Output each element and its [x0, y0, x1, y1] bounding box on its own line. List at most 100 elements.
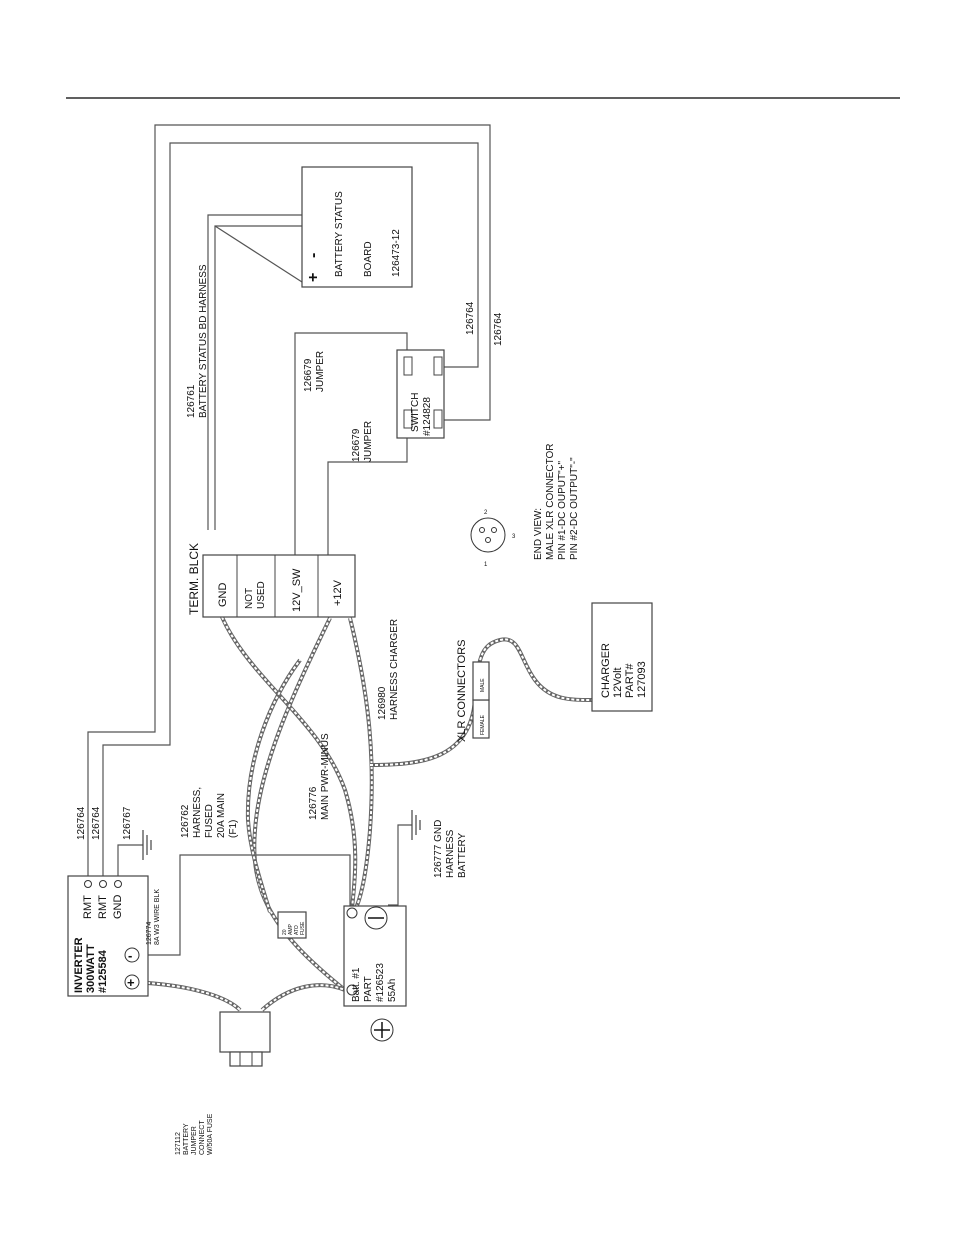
inverter-rmt-2: RMT: [97, 895, 109, 919]
fuse-text-1: 20: [282, 929, 288, 935]
battery-plus-symbol: [370, 1018, 394, 1042]
inverter-wire-blk: 8A W3 WIRE BLK: [154, 889, 161, 945]
inverter-minus-sign: -: [128, 948, 132, 963]
inverter-minus-terminal: [124, 947, 140, 963]
fuse-text-2: AMP: [288, 924, 294, 936]
wire-labels: 126761 BATTERY STATUS BD HARNESS 126679 …: [76, 264, 504, 1155]
switch: SWITCH #124828: [396, 349, 445, 439]
label-126764-inv-2: 126764: [91, 806, 102, 840]
label-fused-5: (F1): [228, 820, 239, 838]
bsb-minus: -: [305, 253, 322, 258]
inverter-plus-sign: +: [127, 975, 135, 990]
wire-126762: [147, 854, 351, 956]
charger-line-1: CHARGER: [600, 643, 612, 698]
switch-line-2: #124828: [422, 397, 433, 436]
terminal-12v-label: +12V: [332, 579, 344, 606]
label-126764-inv-1: 126764: [76, 806, 87, 840]
fuse-body: [277, 911, 307, 939]
wire-126767: [117, 844, 143, 884]
bsb-line-1: BATTERY STATUS: [334, 191, 345, 277]
inverter-gnd: GND: [112, 895, 124, 920]
label-fused-4: 20A MAIN: [216, 793, 227, 838]
battery-line-2: PART: [363, 976, 374, 1002]
label-fused-2: HARNESS,: [192, 787, 203, 838]
inverter-line-3: #125584: [97, 949, 109, 993]
label-jumper2: JUMPER: [363, 421, 374, 462]
inverter-wire-part: 126774: [146, 922, 153, 945]
jumper-connect-body: [219, 1011, 271, 1053]
label-jumper1: JUMPER: [315, 351, 326, 392]
wires: [87, 124, 491, 956]
battery-line-1: Batt. #1: [351, 967, 362, 1002]
terminal-block-title: TERM. BLCK: [187, 543, 201, 615]
battery-neg-terminal: [346, 907, 358, 919]
xlr-end-view-3: PIN #1-DC OUPUT"+": [557, 460, 568, 560]
charger-body: [591, 602, 653, 712]
xlr-pin-1: 1: [484, 562, 488, 568]
xlr-male-label: MALE: [480, 678, 486, 692]
label-jc-fuse: W/50A FUSE: [207, 1113, 214, 1155]
terminal-gnd-label: GND: [217, 583, 229, 608]
inverter-rmt-1: RMT: [82, 895, 94, 919]
xlr-pin-2: 2: [484, 510, 488, 516]
fuse-20a: 20 AMP ATO FUSE: [277, 911, 307, 939]
battery-status-board-body: [301, 166, 413, 288]
wire-126777: [388, 824, 412, 906]
fuse-text-3: ATO: [294, 925, 300, 935]
cable-jumper-battery: [260, 983, 346, 1012]
battery-line-3: #126523: [375, 963, 386, 1002]
bsb-line-3: 126473-12: [391, 229, 402, 277]
xlr-end-view: 1 2 3 END VIEW: MALE XLR CONNECTOR PIN #…: [470, 443, 580, 568]
inverter: INVERTER 300WATT #125584 RMT RMT GND - +…: [67, 875, 161, 997]
xlr-end-view-4: PIN #2-DC OUTPUT"-": [569, 457, 580, 560]
label-jc-connect: CONNECT: [199, 1120, 206, 1155]
battery-pos-terminal: [346, 984, 358, 996]
charger-line-2: 12Volt: [612, 667, 624, 698]
label-126764-sw-1: 126764: [465, 301, 476, 335]
battery: Batt. #1 PART #126523 55Ah: [343, 905, 407, 1007]
terminal-block-body: [202, 554, 356, 618]
label-fused-3: FUSED: [204, 804, 215, 838]
fuse-text-4: FUSE: [300, 921, 306, 935]
xlr-male: [472, 661, 490, 701]
label-jc-battery: BATTERY: [183, 1123, 190, 1155]
wire-126764-outer: [87, 124, 491, 884]
xlr-end-view-1: END VIEW:: [533, 508, 544, 560]
charger-line-3: PART#: [624, 663, 636, 698]
battery-jumper-connect: [219, 1011, 271, 1067]
switch-line-1: SWITCH: [410, 393, 421, 432]
wire-bs-harness-2: [214, 225, 302, 530]
ground-symbol-inverter: [142, 830, 152, 860]
xlr-connectors-label: XLR CONNECTORS: [456, 640, 468, 742]
label-jumper2-num: 126679: [351, 428, 362, 462]
inverter-gnd-terminal: [114, 880, 122, 888]
wire-jumper-1: [294, 332, 408, 555]
jumper-connect-cap: [229, 1051, 263, 1067]
label-fused-1: 126762: [180, 804, 191, 838]
label-126764-sw-2: 126764: [493, 312, 504, 346]
inverter-rmt-2-terminal: [99, 880, 107, 888]
label-126761: 126761: [186, 384, 197, 418]
terminal-not-label: NOT: [244, 588, 255, 609]
label-jc-jumper: JUMPER: [191, 1126, 198, 1155]
label-126767: 126767: [122, 806, 133, 840]
label-bs-harness: BATTERY STATUS BD HARNESS: [198, 264, 209, 418]
xlr-end-view-2: MALE XLR CONNECTOR: [545, 443, 556, 560]
inverter-rmt-1-terminal: [84, 880, 92, 888]
wire-bs-harness-1: [207, 214, 302, 530]
xlr-pin-3: 3: [512, 534, 516, 540]
label-126776: 126776: [308, 786, 319, 820]
terminal-block: TERM. BLCK GND NOT USED 12V_SW +12V: [187, 543, 356, 618]
terminal-used-label: USED: [256, 581, 267, 609]
label-gnd-battery: BATTERY: [457, 832, 468, 878]
inverter-plus-terminal: [124, 974, 140, 990]
label-gnd-harness: HARNESS: [445, 829, 456, 878]
bsb-plus: +: [305, 273, 322, 282]
wire-jumper-2: [327, 437, 408, 555]
inverter-line-2: 300WATT: [85, 944, 97, 993]
terminal-12vsw-label: 12V_SW: [291, 568, 303, 612]
label-main-pwr: MAIN PWR-MINUS: [320, 733, 331, 820]
label-harness-charger: HARNESS CHARGER: [389, 619, 400, 720]
wire-bs-diag: [214, 225, 303, 283]
